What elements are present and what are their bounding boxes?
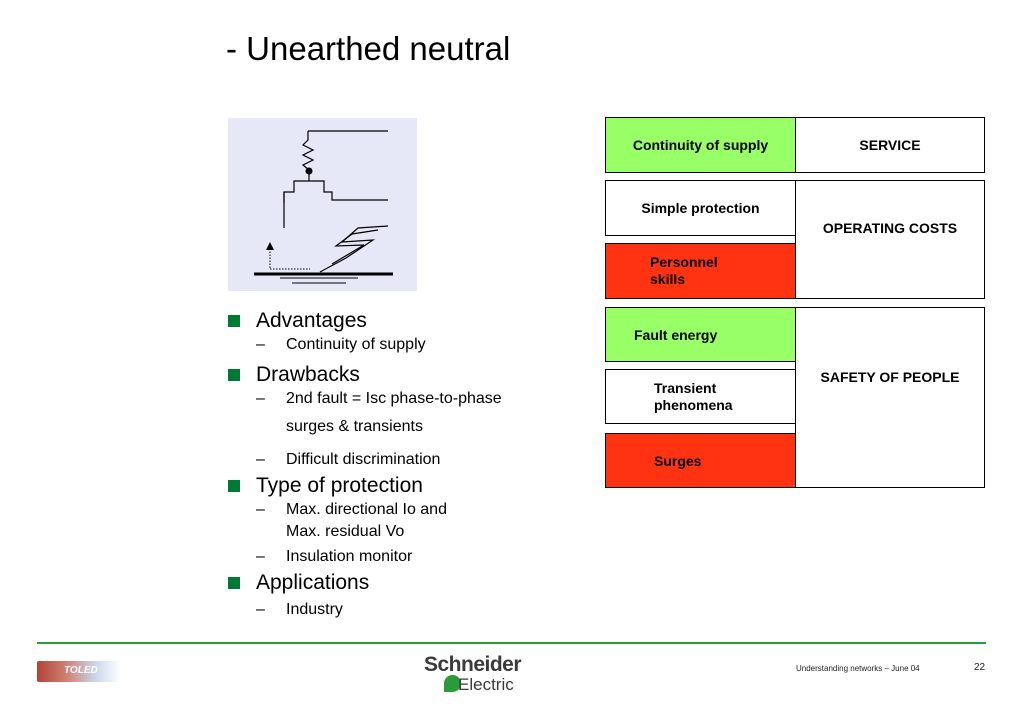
page-number: 22 [974, 662, 986, 673]
bullet-list: Advantages – Continuity of supply Drawba… [226, 306, 606, 621]
circuit-diagram [228, 118, 417, 291]
bullet-square-icon [228, 315, 240, 327]
cell-transient-phenomena: Transient phenomena [605, 369, 796, 424]
sub-bullet-continuity: – Continuity of supply [226, 334, 606, 356]
schneider-electric-logo: Schneider Electric [424, 653, 522, 694]
sub-bullet-surges-text: surges & transients [286, 418, 423, 435]
sub-bullet-industry: – Industry [226, 599, 606, 621]
bullet-square-icon [228, 480, 240, 492]
cell-service: SERVICE [795, 117, 985, 173]
dash-marker: – [256, 548, 265, 565]
cell-personnel-skills: Personnel skills [605, 243, 796, 299]
dash-marker: – [256, 601, 265, 618]
sub-bullet-insulation: – Insulation monitor [226, 546, 606, 568]
cell-continuity-of-supply: Continuity of supply [605, 117, 796, 173]
logo-mark-icon [444, 675, 461, 692]
slide-title: - Unearthed neutral [226, 30, 511, 67]
cell-surges: Surges [605, 433, 796, 488]
sub-bullet-max-residual: Max. residual Vo [286, 523, 405, 540]
toled-logo: TOLED [37, 661, 121, 682]
dash-marker: – [256, 336, 265, 353]
bullet-type-protection: Type of protection [226, 473, 606, 499]
dash-marker: – [256, 501, 265, 518]
sub-bullet-second-fault: – 2nd fault = Isc phase-to-phase [226, 388, 606, 410]
dash-marker: – [256, 390, 265, 407]
sub-bullet-difficult: – Difficult discrimination [226, 449, 606, 471]
cell-simple-protection: Simple protection [605, 180, 796, 236]
bullet-applications: Applications [226, 570, 606, 596]
bullet-advantages: Advantages [226, 308, 606, 334]
bullet-square-icon [228, 369, 240, 381]
cell-safety-of-people: SAFETY OF PEOPLE [795, 307, 985, 488]
cell-operating-costs: OPERATING COSTS [795, 180, 985, 299]
footer-divider [37, 642, 986, 644]
sub-bullet-max-directional: – Max. directional Io and [226, 499, 606, 521]
bullet-square-icon [228, 577, 240, 589]
footer-caption: Understanding networks – June 04 [796, 664, 920, 673]
bullet-drawbacks: Drawbacks [226, 362, 606, 388]
cell-fault-energy: Fault energy [605, 307, 796, 362]
dash-marker: – [256, 451, 265, 468]
unearthed-neutral-schematic [254, 130, 393, 284]
